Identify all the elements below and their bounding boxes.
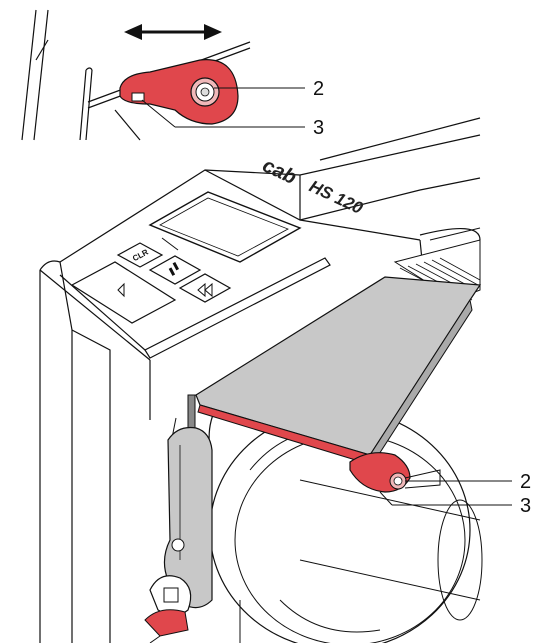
svg-text:cab: cab [259,154,300,189]
callout-2-top: 2 [313,78,324,100]
printer-body: CLR cab HS 120 [39,117,481,643]
pause-icon [168,261,180,276]
left-right-arrow-icon [124,24,222,40]
callout-3-main: 3 [520,495,531,517]
clr-key[interactable]: CLR [116,242,164,268]
adjustment-lever [119,59,239,125]
head-lift-lever[interactable] [144,394,213,643]
menu-key[interactable] [70,261,177,324]
knurled-screw-main [389,472,407,490]
feed-key[interactable] [178,273,232,303]
feed-icon [197,282,213,298]
callout-3-top: 3 [313,117,324,139]
callout-2-main: 2 [520,471,531,493]
knurled-screw [190,77,220,107]
brand-logo: cab [259,154,300,189]
model-logo: HS 120 [306,177,366,218]
menu-icon [117,282,125,298]
detail-inset: 2 3 [21,9,324,141]
print-head-plate [195,276,482,467]
svg-text:HS 120: HS 120 [306,177,366,218]
display-screen [148,191,302,263]
pause-key[interactable] [148,255,202,285]
